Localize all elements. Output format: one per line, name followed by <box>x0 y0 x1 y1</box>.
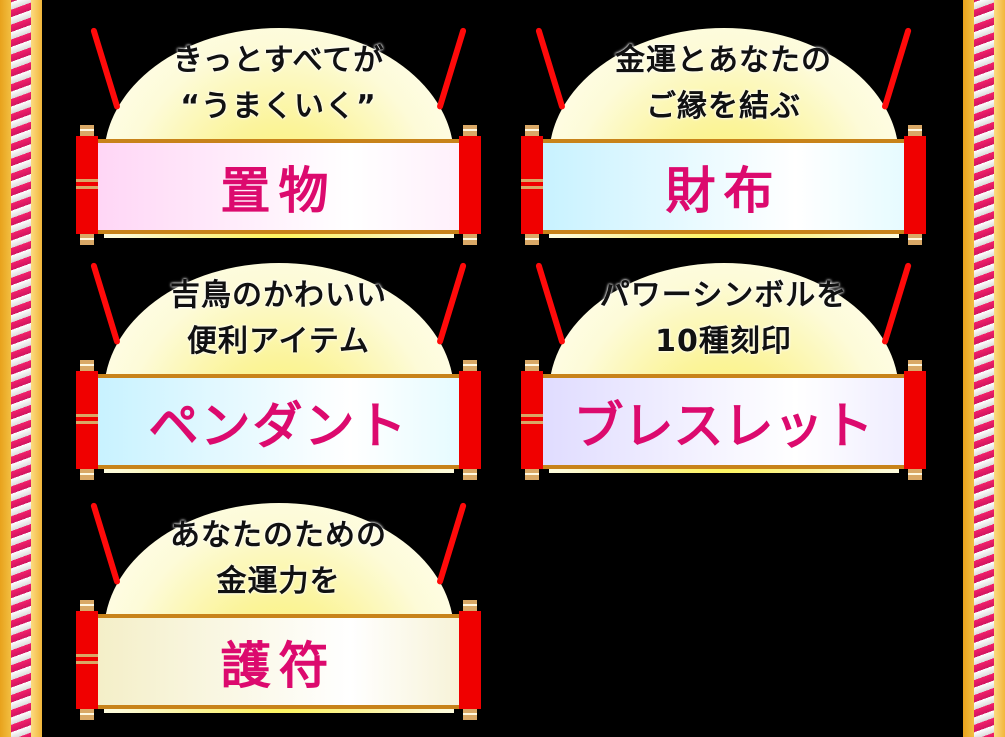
banner-caption: 金運とあなたの ご縁を結ぶ <box>521 38 926 130</box>
scroll-roller-right <box>904 136 926 234</box>
caption-line-2: “うまくいく” <box>180 89 377 124</box>
roller-cap-icon <box>463 469 477 480</box>
roller-cap-icon <box>80 709 94 720</box>
caption-line-2: 金運力を <box>216 564 341 599</box>
banner-title: ペンダント <box>148 396 409 455</box>
scroll-roller-right <box>459 371 481 469</box>
scroll-roller-left <box>76 136 98 234</box>
roller-cap-icon <box>80 600 94 611</box>
roller-cap-icon <box>908 360 922 371</box>
caption-line-1: パワーシンボルを <box>599 278 848 313</box>
scroll-panel: 護符 <box>98 614 459 709</box>
scroll-panel: ブレスレット <box>543 374 904 469</box>
scroll-roller-left <box>76 371 98 469</box>
roller-cap-icon <box>80 469 94 480</box>
banner-pendant[interactable]: 吉鳥のかわいい 便利アイテム ペンダント <box>76 261 481 480</box>
banner-caption: 吉鳥のかわいい 便利アイテム <box>76 273 481 365</box>
caption-line-1: 金運とあなたの <box>615 43 832 78</box>
scroll-roller-right <box>904 371 926 469</box>
caption-line-2: ご縁を結ぶ <box>646 89 801 124</box>
banner-caption: あなたのための 金運力を <box>76 513 481 605</box>
rope-strand <box>974 0 994 737</box>
roller-cap-icon <box>80 234 94 245</box>
scroll-roller-left <box>521 371 543 469</box>
roller-cap-icon <box>525 125 539 136</box>
banner-title: 置物 <box>220 161 337 220</box>
banner-title: ブレスレット <box>573 396 874 455</box>
roller-cap-icon <box>80 360 94 371</box>
banner-caption: パワーシンボルを 10種刻印 <box>521 273 926 365</box>
roller-cap-icon <box>463 600 477 611</box>
scroll-roller-right <box>459 611 481 709</box>
caption-line-1: きっとすべてが <box>172 43 385 78</box>
rope-border-right <box>963 0 1005 737</box>
caption-line-2: 便利アイテム <box>187 324 370 359</box>
roller-cap-icon <box>908 234 922 245</box>
roller-cap-icon <box>908 469 922 480</box>
roller-cap-icon <box>908 125 922 136</box>
caption-line-2: 10種刻印 <box>655 324 792 359</box>
caption-line-1: 吉鳥のかわいい <box>170 278 387 313</box>
roller-cap-icon <box>80 125 94 136</box>
banner-title: 財布 <box>665 161 782 220</box>
banner-title: 護符 <box>220 636 337 695</box>
banner-ornament[interactable]: きっとすべてが “うまくいく” 置物 <box>76 26 481 245</box>
scroll-roller-right <box>459 136 481 234</box>
rope-strand <box>11 0 31 737</box>
scroll-panel: 置物 <box>98 139 459 234</box>
rope-border-left <box>0 0 42 737</box>
scroll-roller-left <box>76 611 98 709</box>
roller-cap-icon <box>463 709 477 720</box>
roller-cap-icon <box>525 234 539 245</box>
scroll-panel: 財布 <box>543 139 904 234</box>
scroll-panel: ペンダント <box>98 374 459 469</box>
banner-bracelet[interactable]: パワーシンボルを 10種刻印 ブレスレット <box>521 261 926 480</box>
roller-cap-icon <box>525 360 539 371</box>
caption-line-1: あなたのための <box>170 518 387 553</box>
scroll-roller-left <box>521 136 543 234</box>
roller-cap-icon <box>463 360 477 371</box>
roller-cap-icon <box>525 469 539 480</box>
roller-cap-icon <box>463 125 477 136</box>
banner-amulet[interactable]: あなたのための 金運力を 護符 <box>76 501 481 720</box>
banner-wallet[interactable]: 金運とあなたの ご縁を結ぶ 財布 <box>521 26 926 245</box>
roller-cap-icon <box>463 234 477 245</box>
banner-caption: きっとすべてが “うまくいく” <box>76 38 481 130</box>
